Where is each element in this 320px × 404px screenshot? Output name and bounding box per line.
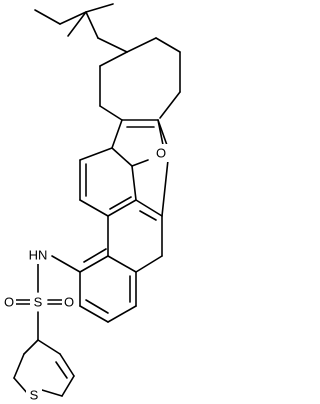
tert-pentyl-group <box>34 3 114 39</box>
naphthalene-core <box>79 147 169 323</box>
bond <box>85 3 114 13</box>
bond <box>99 51 128 67</box>
bond <box>139 210 157 221</box>
bond <box>97 37 128 53</box>
bond <box>111 147 133 167</box>
bond <box>107 255 137 273</box>
oxygen-sulfonyl-right-label: O <box>64 295 74 310</box>
bond <box>79 255 109 273</box>
bond <box>131 159 149 167</box>
bond <box>109 196 132 210</box>
bond <box>107 305 137 323</box>
bond <box>161 159 169 217</box>
bond <box>83 248 107 263</box>
bond <box>111 119 123 149</box>
bond <box>67 11 87 37</box>
bond <box>51 255 81 273</box>
bond <box>155 37 181 53</box>
cyclohexane-ring <box>99 51 128 121</box>
bond <box>107 199 137 217</box>
sulfonamide-group <box>13 255 81 341</box>
bond <box>79 305 109 323</box>
bond <box>135 255 163 273</box>
sulfur-sulfonyl-label: S <box>34 295 43 310</box>
bond <box>131 165 137 201</box>
bond <box>59 353 75 377</box>
bond <box>41 389 63 397</box>
thiophene-ring <box>13 339 75 397</box>
nh-label: HN <box>29 248 48 263</box>
bond <box>59 11 87 25</box>
bond <box>99 105 123 121</box>
tetrahydro-ring <box>97 37 181 119</box>
bond <box>126 37 157 53</box>
bond <box>37 339 61 355</box>
oxygen-sulfonyl-left-label: O <box>4 295 14 310</box>
bond <box>61 375 75 397</box>
bond <box>13 377 29 395</box>
bond <box>79 199 109 217</box>
bond <box>159 91 181 119</box>
oxygen-furan-label: O <box>156 146 166 161</box>
bond <box>34 9 61 25</box>
bond <box>13 353 25 379</box>
atom-labels: O HN S O O S <box>2 144 170 404</box>
bond <box>85 299 109 314</box>
bond <box>79 147 113 161</box>
chemical-structure-diagram: O HN S O O S <box>2 3 181 404</box>
molecule-canvas: O HN S O O S <box>2 3 181 404</box>
bond <box>85 11 99 39</box>
bond <box>23 339 39 355</box>
sulfur-thiophene-label: S <box>30 388 39 403</box>
bond <box>55 361 68 379</box>
bond <box>135 199 163 217</box>
